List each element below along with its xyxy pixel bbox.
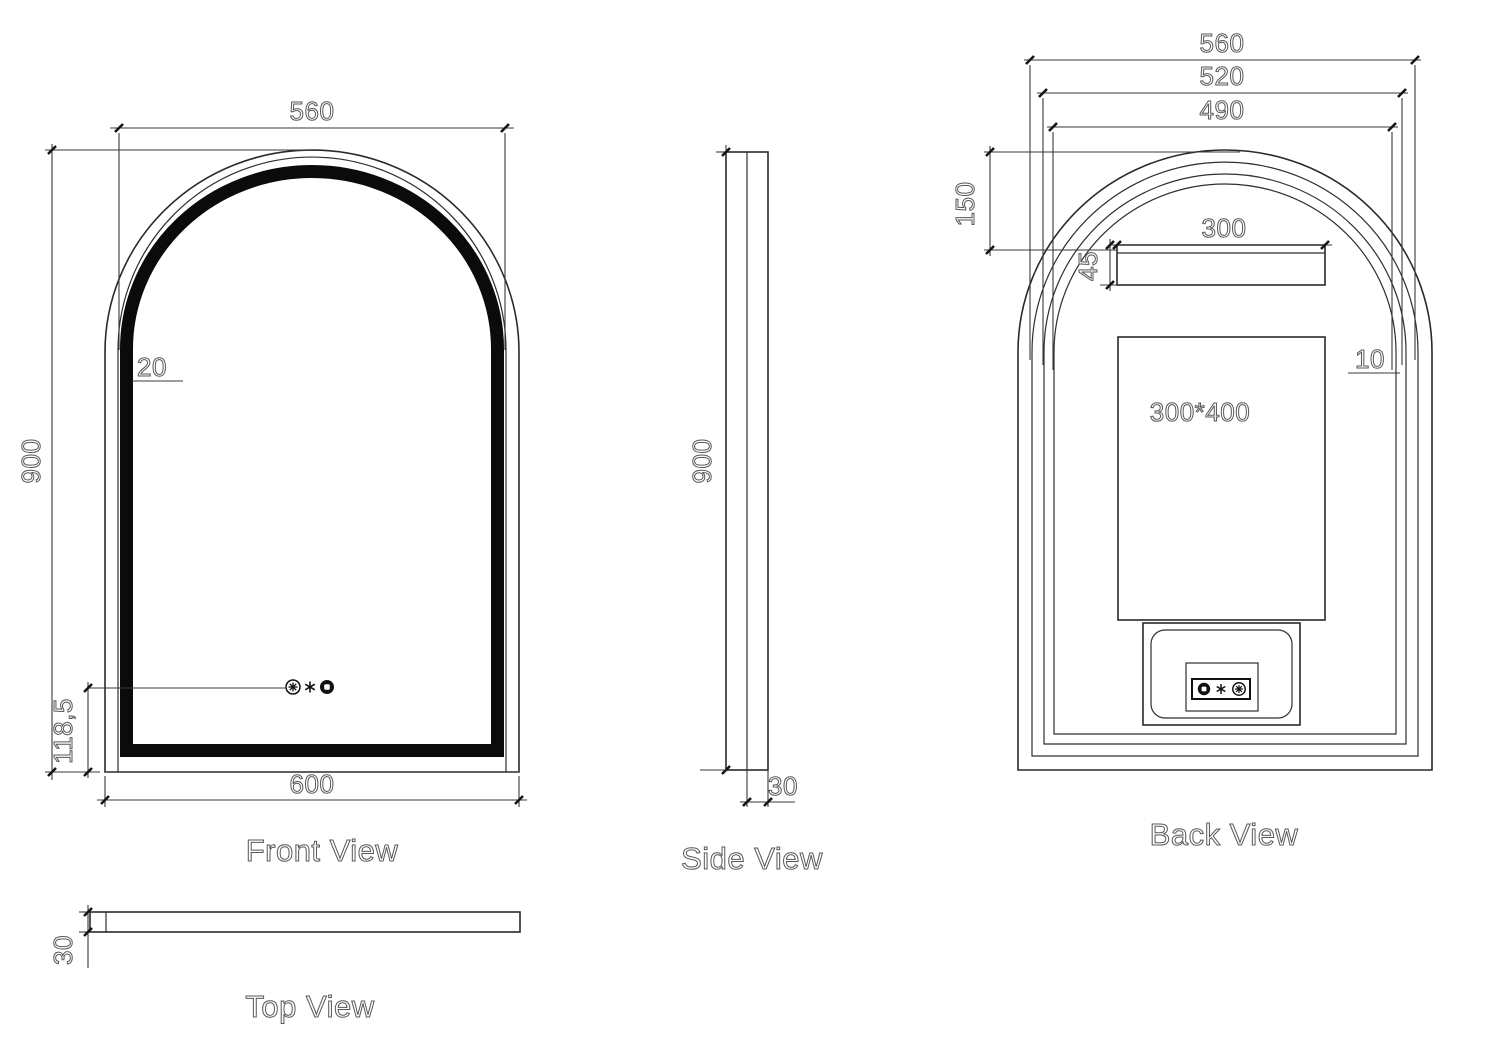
dim-label-560: 560 bbox=[290, 96, 335, 126]
dim-label-520: 520 bbox=[1200, 61, 1245, 91]
front-inner-contour bbox=[117, 156, 507, 772]
back-dim-520: 520 bbox=[1037, 61, 1408, 365]
back-driver-bar bbox=[1116, 244, 1326, 286]
back-view: 300*400 bbox=[950, 28, 1433, 853]
defog-icon-back bbox=[1216, 684, 1226, 694]
dim-label-20: 20 bbox=[137, 352, 167, 382]
light-dimmer-icon-back bbox=[1232, 682, 1246, 696]
front-dim-height: 900 bbox=[16, 144, 312, 780]
back-dim-490: 490 bbox=[1047, 95, 1398, 370]
front-outer-contour bbox=[104, 149, 520, 773]
top-dim-depth: 30 bbox=[48, 905, 93, 968]
dim-label-490: 490 bbox=[1200, 95, 1245, 125]
front-led-band bbox=[120, 165, 504, 757]
top-view: 30 Top View bbox=[48, 905, 521, 1025]
dim-label-300: 300 bbox=[1202, 213, 1247, 243]
dim-label-45: 45 bbox=[1073, 251, 1103, 281]
front-control-icons bbox=[285, 679, 334, 695]
back-dim-bar-height: 45 bbox=[1073, 239, 1117, 291]
front-view-label: Front View bbox=[246, 833, 399, 868]
top-profile-outline bbox=[89, 911, 521, 933]
back-dim-bar-width: 300 bbox=[1110, 213, 1332, 250]
dim-label-150: 150 bbox=[950, 182, 980, 227]
side-view-label: Side View bbox=[681, 841, 823, 876]
dim-label-10: 10 bbox=[1355, 344, 1385, 374]
back-mounting-plate bbox=[1117, 336, 1326, 621]
back-outer-contour bbox=[1017, 149, 1433, 771]
front-dim-bottom-width: 600 bbox=[97, 769, 527, 807]
side-dim-depth: 30 bbox=[700, 769, 798, 807]
light-dimmer-icon bbox=[285, 679, 301, 695]
back-contour-490 bbox=[1053, 183, 1397, 735]
front-view: 560 900 20 118,5 bbox=[16, 96, 527, 869]
back-dim-560: 560 bbox=[1024, 28, 1421, 360]
front-dim-band-width: 20 bbox=[132, 352, 183, 383]
dim-label-30-side: 30 bbox=[768, 771, 798, 801]
front-dim-top-width: 560 bbox=[110, 96, 514, 350]
power-sensor-icon-back bbox=[1197, 682, 1211, 696]
front-dim-sensor-offset: 118,5 bbox=[48, 682, 285, 778]
dim-label-600: 600 bbox=[290, 769, 335, 799]
side-view: 900 30 Side View bbox=[681, 145, 823, 877]
defog-icon bbox=[304, 681, 316, 693]
dim-label-30-top: 30 bbox=[48, 935, 78, 965]
top-view-label: Top View bbox=[245, 989, 374, 1024]
back-control-box bbox=[1142, 622, 1301, 726]
dim-label-900-side: 900 bbox=[687, 439, 717, 484]
dim-label-560-back: 560 bbox=[1200, 28, 1245, 58]
power-sensor-icon bbox=[320, 680, 334, 694]
dim-label-backplate: 300*400 bbox=[1150, 397, 1250, 427]
dim-label-900-front: 900 bbox=[16, 439, 46, 484]
back-contour-560 bbox=[1031, 161, 1419, 757]
back-dim-arch-offset: 150 bbox=[950, 146, 1240, 256]
back-icon-strip bbox=[1191, 678, 1251, 700]
dim-label-118-5: 118,5 bbox=[48, 698, 78, 764]
back-dim-edge-gap: 10 bbox=[1348, 344, 1400, 375]
back-view-label: Back View bbox=[1150, 817, 1299, 852]
side-dim-height: 900 bbox=[687, 145, 731, 775]
